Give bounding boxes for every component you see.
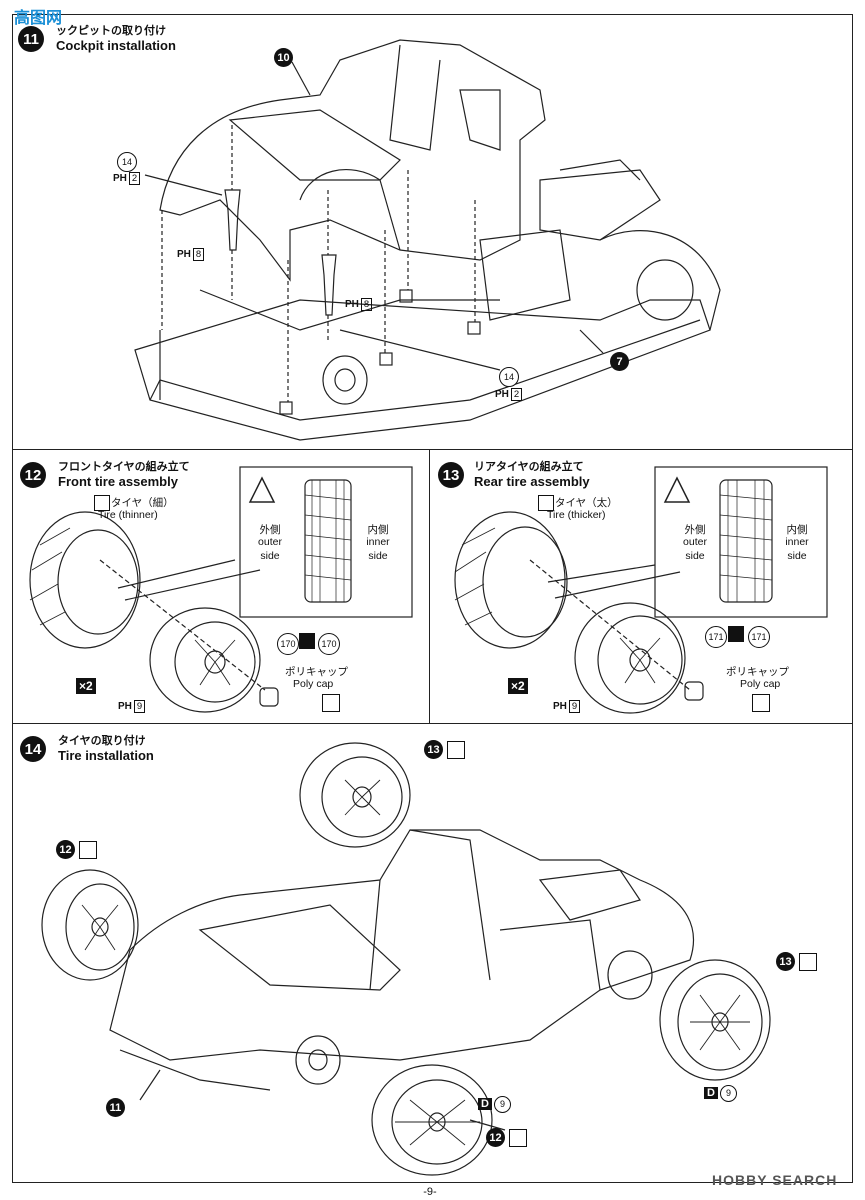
step12-inner-en1: inner [366,536,390,548]
step12-polycap-en: Poly cap [293,678,334,690]
step12-number-badge: 12 [20,462,46,488]
step12-polycap-cut-icon [322,694,340,712]
runner-number: 9 [719,1085,737,1102]
step14-car-drawing [41,742,771,1176]
step11-callout-10: 10 [274,48,293,67]
step13-part-a: 171 [705,626,727,648]
step12-part-b: 170 [318,633,340,655]
step14-cut-icon-left [79,841,97,859]
step13-polycap-jp: ポリキャップ [726,666,789,678]
step13-inner-jp: 内側 [786,524,808,536]
step13-title-en: Rear tire assembly [474,474,590,489]
watermark-logo: 高图网 [14,10,63,27]
step13-polycap-cut-icon [752,694,770,712]
step13-tire-en: Tire (thicker) [547,509,606,521]
ph-number: 9 [568,700,581,713]
step14-title-en: Tire installation [58,748,154,763]
ph-label: PH [177,249,191,260]
ph-label: PH [495,389,509,400]
step11-number-badge: 11 [18,26,44,52]
step12-inner-jp: 内側 [367,524,389,536]
step14-callout-12-bottom: 12 [486,1128,505,1147]
ph-number: 8 [360,298,373,311]
step13-number-badge: 13 [438,462,464,488]
step11-part-14-a: 14 [117,152,137,172]
step14-frame [12,723,853,1183]
ph-label: PH [118,701,132,712]
step12-title-en: Front tire assembly [58,474,178,489]
step12-title-jp: フロントタイヤの組み立て [58,461,190,473]
step12-outer-jp: 外側 [259,524,281,536]
step13-glue-icon [728,626,744,642]
step13-multiplier: ×2 [508,678,528,694]
step13-inner-en1: inner [785,536,809,548]
ph-number: 9 [133,700,146,713]
hobby-search-logo: HOBBY SEARCH [712,1172,838,1188]
step12-outer-en1: outer [258,536,282,548]
step13-tire-jp: タイヤ（太） [555,497,618,509]
ph-number: 2 [128,172,141,185]
step11-part-14-b: 14 [499,367,519,387]
step13-inner-en2: side [787,550,807,562]
step14-cut-icon-top [447,741,465,759]
step12-cut-icon [94,495,110,511]
step13-tire-drawing [454,466,828,714]
step14-callout-11: 11 [106,1098,125,1117]
runner-number: 9 [493,1096,511,1113]
step11-title-jp: ックピットの取り付け [56,25,166,37]
step13-outer-jp: 外側 [684,524,706,536]
ph-label: PH [113,173,127,184]
page-number: -9- [423,1186,437,1198]
ph-number: 8 [192,248,205,261]
step13-outer-en2: side [685,550,705,562]
step12-multiplier: ×2 [76,678,96,694]
ph-label: PH [345,299,359,310]
step14-callout-12-left: 12 [56,840,75,859]
step12-tire-en: Tire (thinner) [98,509,158,521]
step14-number-badge: 14 [20,736,46,762]
step12-polycap-jp: ポリキャップ [285,666,348,678]
step14-callout-13-top: 13 [424,740,443,759]
runner-letter: D [704,1087,718,1099]
step12-tire-drawing [29,466,413,713]
step12-part-a: 170 [277,633,299,655]
runner-letter: D [478,1098,492,1110]
step13-cut-icon [538,495,554,511]
ph-number: 2 [510,388,523,401]
step14-callout-13-right: 13 [776,952,795,971]
step11-title-en: Cockpit installation [56,38,176,53]
step14-cut-icon-bottom [509,1129,527,1147]
step13-title-jp: リアタイヤの組み立て [474,461,584,473]
step12-glue-icon [299,633,315,649]
step11-chassis-drawing [134,39,721,441]
step14-cut-icon-right [799,953,817,971]
step13-polycap-en: Poly cap [740,678,781,690]
step11-callout-7: 7 [610,352,629,371]
step14-title-jp: タイヤの取り付け [58,735,146,747]
step13-outer-en1: outer [683,536,707,548]
step12-outer-en2: side [260,550,280,562]
step12-inner-en2: side [368,550,388,562]
step12-tire-jp: タイヤ（細） [111,497,174,509]
step13-part-b: 171 [748,626,770,648]
ph-label: PH [553,701,567,712]
